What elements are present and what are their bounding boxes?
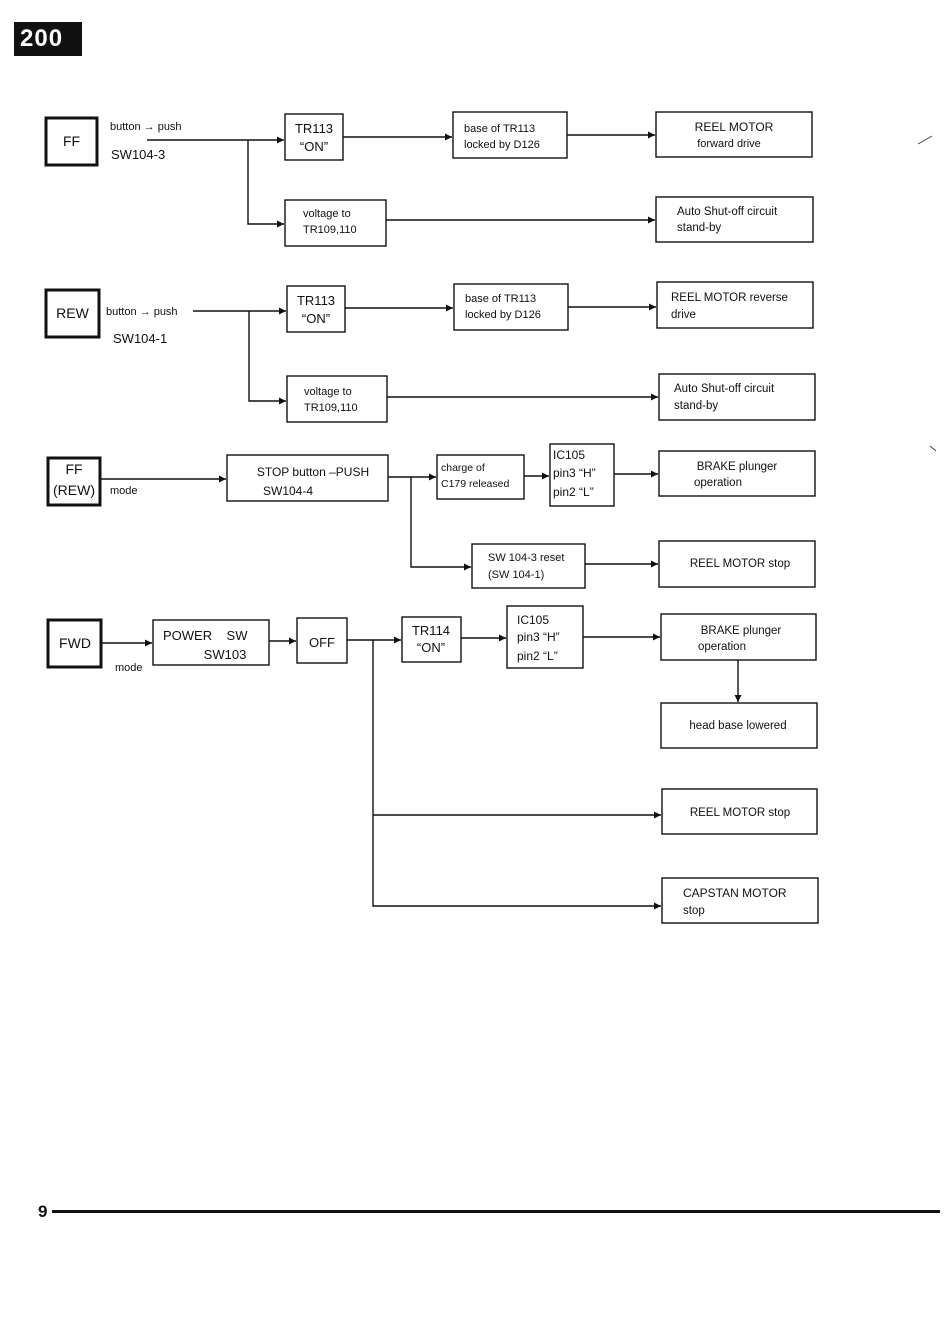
voltage-box xyxy=(286,375,388,423)
switch-label: SW104-4 xyxy=(263,484,313,498)
page-number: 9 xyxy=(38,1202,48,1221)
reel-motor-label: REEL MOTOR xyxy=(695,120,774,134)
ic105-pin3-label: pin3 “H” xyxy=(517,630,560,644)
button-push-label: button → push xyxy=(106,306,178,318)
tr114-box xyxy=(401,616,462,663)
ic105-label: IC105 xyxy=(517,613,549,627)
button-push-label: button → push xyxy=(110,121,182,133)
charge-c179-box xyxy=(436,454,525,500)
voltage-label: voltage to xyxy=(303,208,351,220)
stop-button-box xyxy=(226,454,389,502)
brake-label: BRAKE plunger xyxy=(697,461,778,473)
tr113-box xyxy=(286,285,346,333)
base-lock-box xyxy=(452,111,568,159)
auto-shutoff-label: stand-by xyxy=(674,400,718,412)
charge-label: C179 released xyxy=(441,478,509,490)
ic105-pin2-label: pin2 “L” xyxy=(517,649,558,663)
ff-rew-mode-box xyxy=(46,456,102,507)
brake-plunger-box xyxy=(658,450,816,497)
reel-stop-box xyxy=(658,540,816,588)
reel-stop-label: REEL MOTOR stop xyxy=(690,558,790,570)
off-label: OFF xyxy=(309,635,335,650)
head-base-box xyxy=(660,702,818,749)
tr113-label: TR113 xyxy=(295,121,333,136)
auto-shutoff-label: Auto Shut-off circuit xyxy=(677,206,778,218)
power-sw-label: POWER SW xyxy=(163,628,248,643)
tr113-on-label: “ON” xyxy=(302,311,330,326)
reel-motor-label: drive xyxy=(671,309,696,321)
sw-reset-label: SW 104-3 reset xyxy=(488,552,564,564)
auto-shutoff-box xyxy=(655,196,814,243)
capstan-label: stop xyxy=(683,905,705,917)
rew-label: REW xyxy=(56,305,89,321)
base-lock-box xyxy=(453,283,569,331)
reel-motor-label: forward drive xyxy=(697,138,761,150)
switch-label: SW104-3 xyxy=(111,147,165,162)
auto-shutoff-box xyxy=(658,373,816,421)
ff-label: FF xyxy=(63,133,80,149)
ff-label: FF xyxy=(65,461,82,477)
ic105-label: IC105 xyxy=(553,448,585,462)
capstan-label: CAPSTAN MOTOR xyxy=(683,886,787,900)
reel-reverse-box xyxy=(656,281,814,329)
power-sw-box xyxy=(152,619,270,666)
ic105-pin2-label: pin2 “L” xyxy=(553,485,594,499)
charge-label: charge of xyxy=(441,462,485,474)
voltage-label: TR109,110 xyxy=(304,402,358,414)
voltage-box xyxy=(284,199,387,247)
page-tab: 200 xyxy=(14,22,82,56)
rew-label: (REW) xyxy=(53,482,95,498)
voltage-label: TR109,110 xyxy=(303,224,357,236)
mode-label: mode xyxy=(115,662,143,674)
reel-forward-box xyxy=(655,111,813,158)
sw-reset-label: (SW 104-1) xyxy=(488,569,544,581)
mode-label: mode xyxy=(110,485,138,497)
reel-stop-box xyxy=(661,788,818,835)
tr114-label: TR114 xyxy=(412,623,450,638)
capstan-stop-box xyxy=(661,877,819,924)
ff-mode-box xyxy=(44,116,99,167)
brake-label: operation xyxy=(694,477,742,489)
scan-mark xyxy=(917,135,933,145)
brake-plunger-box xyxy=(660,613,817,661)
brake-label: BRAKE plunger xyxy=(701,625,782,637)
rew-mode-box xyxy=(44,288,101,339)
stop-button-label: STOP button –PUSH xyxy=(257,465,369,479)
base-lock-label: locked by D126 xyxy=(464,139,540,151)
base-lock-label: locked by D126 xyxy=(465,309,541,321)
tr113-on-label: “ON” xyxy=(300,139,328,154)
tr113-label: TR113 xyxy=(297,293,335,308)
reel-motor-label: REEL MOTOR reverse xyxy=(671,292,788,304)
sw-reset-box xyxy=(471,543,586,589)
tr114-on-label: “ON” xyxy=(417,640,445,655)
ic105-pin3-label: pin3 “H” xyxy=(553,466,596,480)
fwd-label: FWD xyxy=(59,635,91,651)
switch-label: SW104-1 xyxy=(113,331,167,346)
ic105-box xyxy=(549,443,615,507)
base-lock-label: base of TR113 xyxy=(464,123,535,135)
base-lock-label: base of TR113 xyxy=(465,293,536,305)
auto-shutoff-label: Auto Shut-off circuit xyxy=(674,383,775,395)
brake-label: operation xyxy=(698,641,746,653)
voltage-label: voltage to xyxy=(304,386,352,398)
switch-label: SW103 xyxy=(204,647,247,662)
head-base-label: head base lowered xyxy=(689,720,786,732)
scan-mark xyxy=(929,445,937,452)
reel-stop-label: REEL MOTOR stop xyxy=(690,807,790,819)
footer-rule xyxy=(52,1210,940,1213)
auto-shutoff-label: stand-by xyxy=(677,222,721,234)
